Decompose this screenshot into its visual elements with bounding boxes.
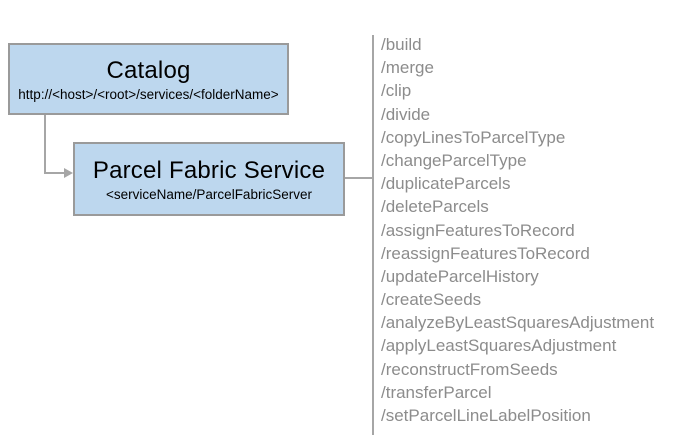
endpoint-item: /updateParcelHistory	[381, 266, 539, 286]
service-path: <serviceName/ParcelFabricServer	[106, 187, 312, 202]
endpoint-item: /reassignFeaturesToRecord	[381, 243, 590, 263]
parcel-fabric-service-box: Parcel Fabric Service <serviceName/Parce…	[73, 142, 345, 216]
service-title: Parcel Fabric Service	[92, 157, 326, 184]
endpoint-item: /clip	[381, 81, 412, 101]
endpoint-item: /divide	[381, 104, 431, 124]
endpoints-rule	[372, 35, 374, 435]
connector-service-to-endpoints	[345, 177, 373, 179]
endpoint-item: /applyLeastSquaresAdjustment	[381, 336, 617, 356]
endpoint-item: /createSeeds	[381, 290, 482, 310]
connector-catalog-horizontal	[44, 172, 65, 174]
endpoint-item: /build	[381, 35, 422, 54]
endpoint-item: /transferParcel	[381, 382, 492, 402]
endpoint-list: /build/merge/clip/divide/copyLinesToParc…	[381, 33, 654, 427]
endpoint-item: /deleteParcels	[381, 197, 489, 217]
connector-catalog-vertical	[44, 115, 46, 174]
endpoint-item: /setParcelLineLabelPosition	[381, 406, 591, 425]
endpoint-item: /copyLinesToParcelType	[381, 127, 566, 147]
endpoint-item: /analyzeByLeastSquaresAdjustment	[381, 313, 655, 333]
endpoint-item: /assignFeaturesToRecord	[381, 220, 575, 240]
endpoint-item: /changeParcelType	[381, 150, 527, 170]
endpoint-item: /merge	[381, 58, 434, 78]
catalog-box: Catalog http://<host>/<root>/services/<f…	[8, 43, 289, 115]
catalog-url: http://<host>/<root>/services/<folderNam…	[18, 87, 279, 102]
catalog-title: Catalog	[106, 57, 191, 84]
arrowhead-icon	[64, 168, 73, 178]
endpoint-item: /duplicateParcels	[381, 174, 511, 194]
endpoint-item: /reconstructFromSeeds	[381, 359, 558, 379]
